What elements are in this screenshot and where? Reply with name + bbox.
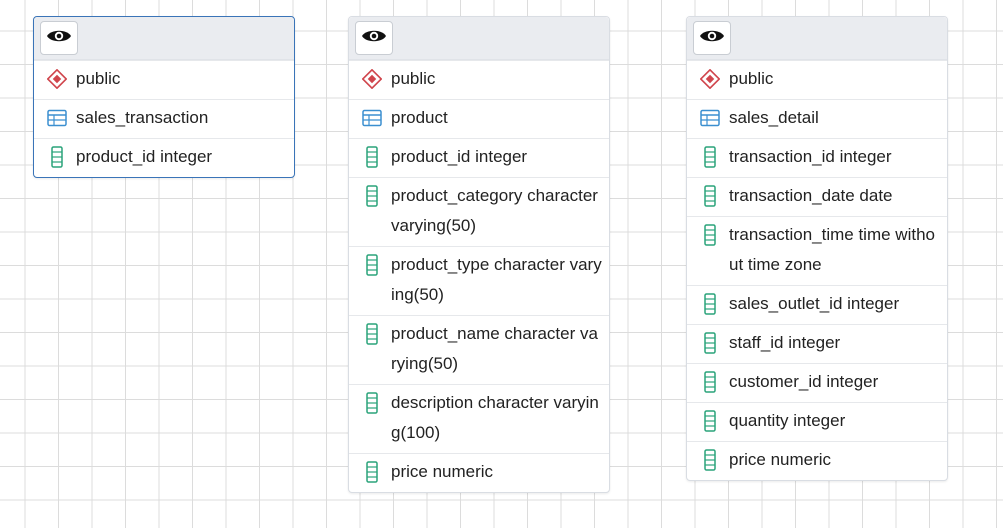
column-row[interactable]: sales_outlet_id integer (687, 285, 947, 324)
column-row[interactable]: customer_id integer (687, 363, 947, 402)
table-row[interactable]: product (349, 99, 609, 138)
node-header (34, 17, 294, 60)
column-icon (361, 146, 383, 168)
column-icon (699, 332, 721, 354)
column-icon (699, 371, 721, 393)
node-header (687, 17, 947, 60)
column-label: product_id integer (76, 147, 213, 166)
eye-icon (46, 27, 72, 50)
column-label: quantity integer (729, 411, 846, 430)
node-header (349, 17, 609, 60)
column-icon (361, 323, 383, 345)
schema-icon (361, 68, 383, 90)
column-label: product_id integer (391, 147, 528, 166)
schema-row[interactable]: public (349, 60, 609, 99)
column-row[interactable]: quantity integer (687, 402, 947, 441)
column-label: customer_id integer (729, 372, 879, 391)
eye-toggle-button[interactable] (355, 21, 393, 55)
column-label: description character varying(100) (391, 393, 599, 442)
column-row[interactable]: product_type character varying(50) (349, 246, 609, 315)
eye-toggle-button[interactable] (693, 21, 731, 55)
schema-icon (46, 68, 68, 90)
column-row[interactable]: product_id integer (349, 138, 609, 177)
column-label: price numeric (391, 462, 494, 481)
column-row[interactable]: product_category character varying(50) (349, 177, 609, 246)
column-row[interactable]: price numeric (349, 453, 609, 492)
column-icon (46, 146, 68, 168)
schema-label: public (729, 69, 774, 88)
column-icon (699, 224, 721, 246)
table-row[interactable]: sales_transaction (34, 99, 294, 138)
column-label: transaction_id integer (729, 147, 892, 166)
table-label: product (391, 108, 448, 127)
column-label: product_category character varying(50) (391, 186, 598, 235)
column-row[interactable]: staff_id integer (687, 324, 947, 363)
table-node-sales-transaction[interactable]: public sales_transaction product_id inte… (33, 16, 295, 178)
column-icon (699, 449, 721, 471)
schema-icon (699, 68, 721, 90)
eye-toggle-button[interactable] (40, 21, 78, 55)
table-node-sales-detail[interactable]: public sales_detail transaction_id integ… (686, 16, 948, 481)
column-label: product_name character varying(50) (391, 324, 598, 373)
column-label: staff_id integer (729, 333, 841, 352)
column-icon (361, 392, 383, 414)
eye-icon (361, 27, 387, 50)
column-label: transaction_time time without time zone (729, 225, 935, 274)
column-label: sales_outlet_id integer (729, 294, 900, 313)
table-icon (361, 107, 383, 129)
column-icon (699, 146, 721, 168)
column-label: price numeric (729, 450, 832, 469)
table-row[interactable]: sales_detail (687, 99, 947, 138)
table-icon (699, 107, 721, 129)
column-row[interactable]: product_name character varying(50) (349, 315, 609, 384)
column-icon (361, 185, 383, 207)
column-label: transaction_date date (729, 186, 893, 205)
column-row[interactable]: transaction_date date (687, 177, 947, 216)
schema-row[interactable]: public (34, 60, 294, 99)
column-row[interactable]: transaction_time time without time zone (687, 216, 947, 285)
schema-row[interactable]: public (687, 60, 947, 99)
column-icon (361, 461, 383, 483)
schema-label: public (76, 69, 121, 88)
table-node-product[interactable]: public product product_id integer produc… (348, 16, 610, 493)
schema-label: public (391, 69, 436, 88)
column-label: product_type character varying(50) (391, 255, 602, 304)
column-row[interactable]: price numeric (687, 441, 947, 480)
eye-icon (699, 27, 725, 50)
column-row[interactable]: transaction_id integer (687, 138, 947, 177)
table-label: sales_detail (729, 108, 819, 127)
column-icon (699, 410, 721, 432)
column-icon (361, 254, 383, 276)
column-icon (699, 185, 721, 207)
table-label: sales_transaction (76, 108, 209, 127)
table-icon (46, 107, 68, 129)
column-row[interactable]: description character varying(100) (349, 384, 609, 453)
column-icon (699, 293, 721, 315)
column-row[interactable]: product_id integer (34, 138, 294, 177)
